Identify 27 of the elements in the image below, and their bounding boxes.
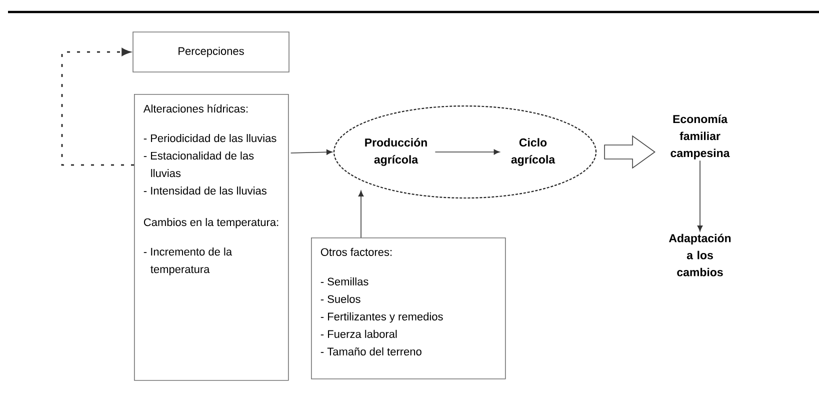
list-item: - Incremento de la temperatura — [144, 248, 232, 276]
list-item: - Fertilizantes y remedios — [320, 312, 443, 323]
arrow — [697, 160, 703, 232]
list-item: - Estacionalidad de las lluvias — [144, 152, 254, 178]
arrow — [290, 150, 332, 155]
arrow — [434, 149, 500, 155]
list-item: - Intensidad de las lluvias — [144, 186, 266, 195]
bold-label: Ciclo agrícola — [511, 138, 556, 166]
list-heading: Alteraciones hídricas: — [143, 104, 248, 113]
list-item: - Tamaño del terreno — [320, 347, 422, 356]
list-heading: Cambios en la temperatura: — [144, 218, 278, 228]
text-box — [134, 94, 289, 381]
list-heading: Otros factores: — [320, 248, 392, 256]
text-box — [311, 238, 506, 380]
block-arrow — [604, 135, 656, 169]
list-item: - Fuerza laboral — [320, 330, 397, 338]
bold-label: Economía familiar campesina — [670, 114, 730, 160]
list-item: - Periodicidad de las lluvias — [144, 134, 276, 142]
label: Percepciones — [178, 46, 244, 58]
arrow — [358, 190, 364, 238]
list-item: - Suelos — [320, 294, 360, 303]
bold-label: Producción agrícola — [365, 138, 427, 166]
dashed-ellipse — [333, 105, 597, 199]
list-item: - Semillas — [320, 277, 368, 286]
bold-label: Adaptación a los cambios — [668, 234, 731, 276]
label-box — [132, 32, 290, 72]
arrow — [61, 48, 134, 166]
